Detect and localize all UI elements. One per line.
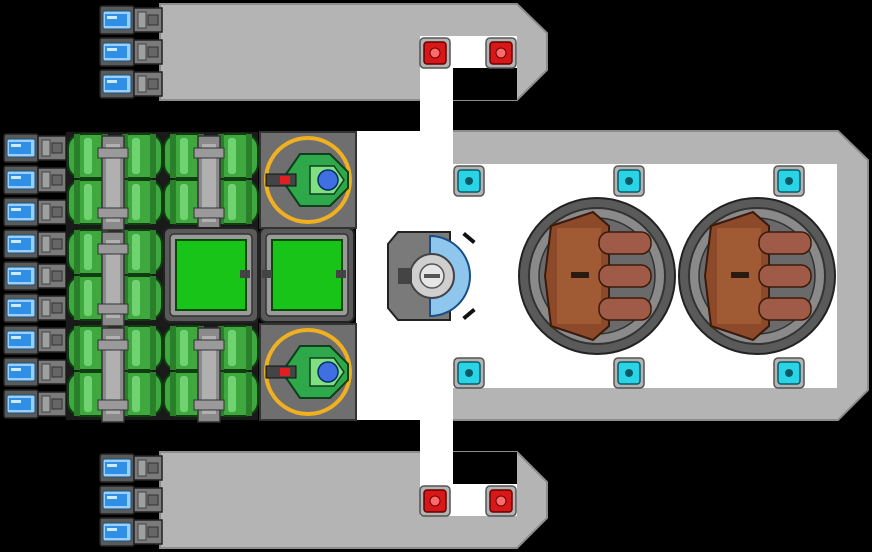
heavy-cannon-icon: [678, 197, 836, 355]
cyan-node-icon: [453, 165, 485, 197]
control-screen-left: [163, 227, 259, 323]
thruster-icon: [3, 293, 67, 323]
thrusters-left: [3, 133, 67, 419]
thruster-icon: [3, 165, 67, 195]
cyan-node-icon: [773, 165, 805, 197]
heavy-cannon-icon: [518, 197, 676, 355]
thruster-icon: [99, 69, 163, 99]
thruster-icon: [3, 229, 67, 259]
red-node-icon: [419, 37, 451, 69]
pipe-icon: [97, 327, 129, 423]
thrusters-top: [99, 5, 163, 99]
top-wing-pocket: [453, 68, 517, 100]
cyan-node-icon: [613, 357, 645, 389]
thruster-icon: [3, 133, 67, 163]
thrusters-bottom: [99, 453, 163, 547]
pipe-icon: [97, 231, 129, 327]
laser-turret-icon: [258, 322, 358, 422]
thruster-icon: [3, 261, 67, 291]
thruster-icon: [3, 357, 67, 387]
thruster-icon: [3, 325, 67, 355]
bottom-wing-pocket: [453, 452, 517, 484]
thruster-icon: [99, 37, 163, 67]
thruster-icon: [99, 453, 163, 483]
laser-turret-icon: [258, 130, 358, 230]
green-screen: [271, 239, 343, 311]
pipe-icon: [193, 327, 225, 423]
red-node-icon: [419, 485, 451, 517]
thruster-icon: [99, 517, 163, 547]
control-screens: [163, 227, 355, 323]
pipe-icon: [193, 135, 225, 231]
cyan-node-icon: [453, 357, 485, 389]
pipe-icon: [97, 135, 129, 231]
thruster-icon: [99, 485, 163, 515]
thruster-icon: [99, 5, 163, 35]
cyan-node-icon: [613, 165, 645, 197]
cyan-node-icon: [773, 357, 805, 389]
red-node-icon: [485, 37, 517, 69]
red-node-icon: [485, 485, 517, 517]
green-screen: [175, 239, 247, 311]
control-screen-right: [259, 227, 355, 323]
thruster-icon: [3, 197, 67, 227]
thruster-icon: [3, 389, 67, 419]
reactor-core: [387, 231, 476, 321]
